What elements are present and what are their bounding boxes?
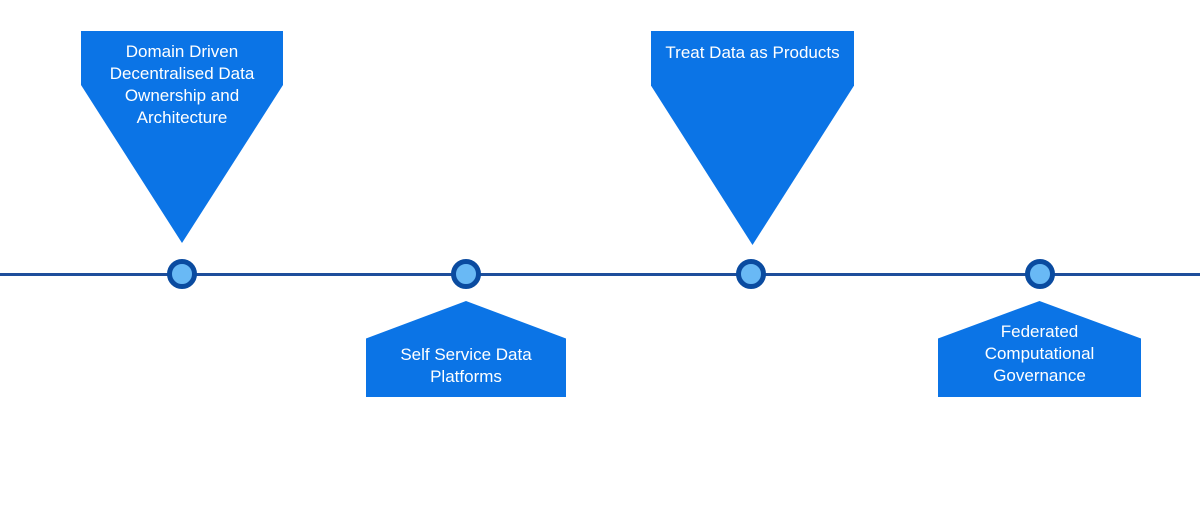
timeline-node-data-as-products bbox=[736, 259, 766, 289]
timeline-node-self-service-platforms bbox=[451, 259, 481, 289]
callout-text-line: Architecture bbox=[136, 108, 228, 127]
callout-text-line: Decentralised Data bbox=[109, 64, 255, 83]
callout-text-line: Federated bbox=[1000, 322, 1079, 341]
callout-self-service-platforms: Self Service Data Platforms bbox=[366, 301, 566, 397]
callout-domain-ownership: Domain Driven Decentralised Data Ownersh… bbox=[81, 31, 283, 243]
timeline-node-federated-governance bbox=[1025, 259, 1055, 289]
callout-text-line: Treat Data as Products bbox=[665, 43, 840, 62]
callout-text-line: Computational bbox=[984, 344, 1095, 363]
callout-text-line: Self Service Data bbox=[400, 345, 532, 364]
timeline-node-domain-ownership bbox=[167, 259, 197, 289]
callout-text-line: Platforms bbox=[430, 367, 502, 386]
callout-text-line: Ownership and bbox=[124, 86, 240, 105]
timeline-line bbox=[0, 272, 1200, 276]
callout-text-line: Governance bbox=[993, 366, 1086, 385]
callout-federated-governance: Federated Computational Governance bbox=[938, 301, 1141, 397]
callout-text-line: Domain Driven bbox=[125, 42, 239, 61]
callout-data-as-products: Treat Data as Products bbox=[651, 31, 854, 245]
